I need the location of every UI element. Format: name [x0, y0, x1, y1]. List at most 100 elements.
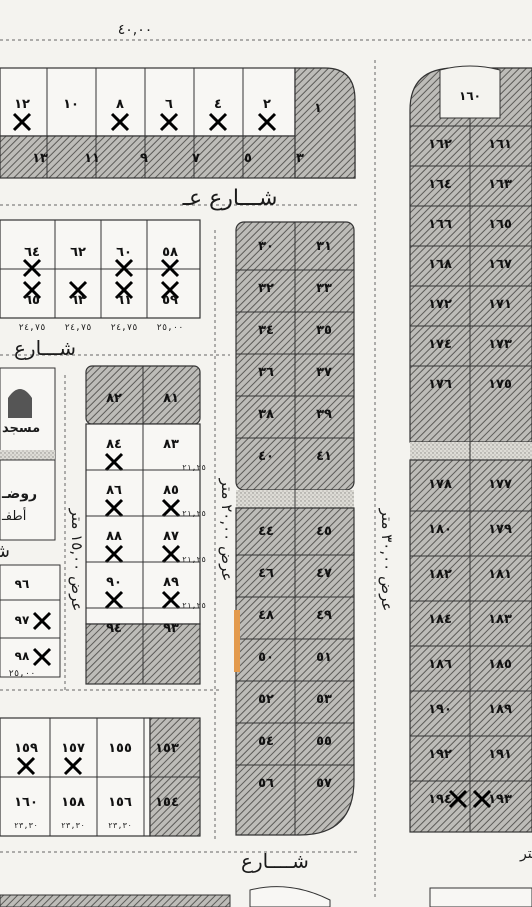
road-width-mid: عرض ٢٠,٠٠ متر [218, 478, 236, 582]
sold-marker [160, 258, 180, 278]
lot-label: ٥١ [316, 650, 332, 665]
sold-marker [110, 112, 130, 132]
lot-label: ٢ [263, 97, 271, 112]
dimension-label: ٢٥,٠٠ [156, 323, 183, 333]
lot-label: ٩ [140, 151, 148, 166]
sold-marker [114, 258, 134, 278]
lot-label: ١٨٢ [428, 567, 452, 582]
lot-label: ١٧٢ [428, 297, 452, 312]
lot-label: ٨٩ [163, 575, 179, 590]
dimension-label: ٢١,٢٥ [182, 601, 206, 610]
dimension-label: ٢٤,٧٥ [64, 323, 91, 333]
sold-marker [161, 590, 181, 610]
lot-label: ٦٤ [24, 245, 40, 260]
lot-label: ٤٩ [316, 608, 332, 623]
road-lines [0, 39, 532, 900]
lot-label: ١٥٤ [155, 795, 179, 810]
lot-label: ٦٥ [24, 293, 40, 308]
lot-label: ٣٠ [258, 239, 274, 254]
kindergarten-label-1: روضـ [1, 486, 37, 502]
lot-label: ٨٤ [106, 437, 122, 452]
lot-label: ١٥٥ [108, 741, 132, 756]
lot-label: ١١ [84, 151, 100, 166]
lot-label: ١٩٠ [428, 702, 452, 717]
lot-label: ٦١ [116, 293, 132, 308]
lot-label: ١٥٧ [61, 741, 85, 756]
lot-label: ١ [314, 101, 322, 116]
lot-label: ٣٤ [258, 323, 274, 338]
sold-marker [104, 544, 124, 564]
lot-label: ١٦٧ [488, 257, 512, 272]
lot-label: ٤٥ [316, 524, 332, 539]
lot-label: ١٨٣ [488, 612, 512, 627]
dimension-label: ٢٤,٧٥ [18, 323, 45, 333]
lot-label: ١٥٣ [155, 741, 179, 756]
lot-label: ٥٥ [316, 734, 332, 749]
lot-label: ٦٠ [116, 245, 132, 260]
lot-label: ١٧٨ [428, 477, 452, 492]
sold-marker [472, 789, 492, 809]
lot-label: ٣٧ [316, 365, 332, 380]
lot-label: ٨٧ [163, 529, 179, 544]
sold-marker [104, 590, 124, 610]
lot-label: ٩٤ [106, 621, 122, 636]
lot-label: ١٦١ [488, 137, 512, 152]
lot-label: ٦ [165, 97, 173, 112]
sold-marker [159, 112, 179, 132]
lot-label: ١٧٣ [488, 337, 512, 352]
lot-label: ٥٤ [258, 734, 274, 749]
lot-label: ١٧٦ [428, 377, 452, 392]
lot-label: ٤١ [316, 449, 332, 464]
lot-label: ٥٧ [316, 776, 332, 791]
lot-label: ١٩٣ [488, 792, 512, 807]
street-lower: شــــارع [241, 849, 309, 873]
lot-label: ٤٠ [258, 449, 274, 464]
lot-label: ١٦٥ [488, 217, 512, 232]
road-width-top: ٤٠,٠٠ [118, 22, 153, 38]
kindergarten-label-2: أطفـ [1, 507, 26, 524]
sold-marker [22, 258, 42, 278]
mosque-label: مسجد [2, 421, 40, 436]
lot-label: ٤٤ [258, 524, 274, 539]
lot-label: ١٧٧ [488, 477, 512, 492]
lot-label: ٧ [192, 151, 200, 166]
lot-label: ١٨٠ [428, 522, 452, 537]
lot-label: ٥ [244, 151, 252, 166]
lot-label: ٥٠ [258, 650, 274, 665]
lot-label: ١٩٤ [428, 792, 452, 807]
lot-label: ٨١ [163, 391, 179, 406]
dimension-label: ٢٤,٧٥ [110, 323, 137, 333]
dimension-label: ٢١,٢٥ [182, 509, 206, 518]
sold-marker [32, 647, 52, 667]
dimension-label: ٢٣,٣٠ [14, 821, 38, 830]
lot-label: ٣٩ [316, 407, 332, 422]
dimension-label: ٢١,٢٥ [182, 555, 206, 564]
lot-label: ١٢ [14, 97, 30, 112]
lot-label: ١٦٨ [428, 257, 452, 272]
lot-label: ١٧٥ [488, 377, 512, 392]
street-upper: شـــارع عـ [182, 186, 278, 211]
lot-label: ١٦٠ [14, 795, 38, 810]
lot-label: ١٩٢ [428, 747, 452, 762]
sold-marker [160, 280, 180, 300]
sold-marker [104, 452, 124, 472]
dimension-label: ٢٣,٣٠ [108, 821, 132, 830]
lot-label: ٤٦ [258, 566, 274, 581]
lot-label: ١٠ [63, 97, 79, 112]
street-lower-left: شـ [0, 541, 10, 562]
lot-label: ١٣ [32, 151, 48, 166]
dimension-label: ٢٣,٣٠ [61, 821, 85, 830]
lot-label: ٥٢ [258, 692, 274, 707]
street-middle: شـــارع [14, 336, 76, 360]
lot-label: ٣٨ [258, 407, 274, 422]
lot-label: ٩٦ [15, 577, 30, 591]
lot-label: ١٥٩ [14, 741, 38, 756]
lot-label: ١٧٩ [488, 522, 512, 537]
